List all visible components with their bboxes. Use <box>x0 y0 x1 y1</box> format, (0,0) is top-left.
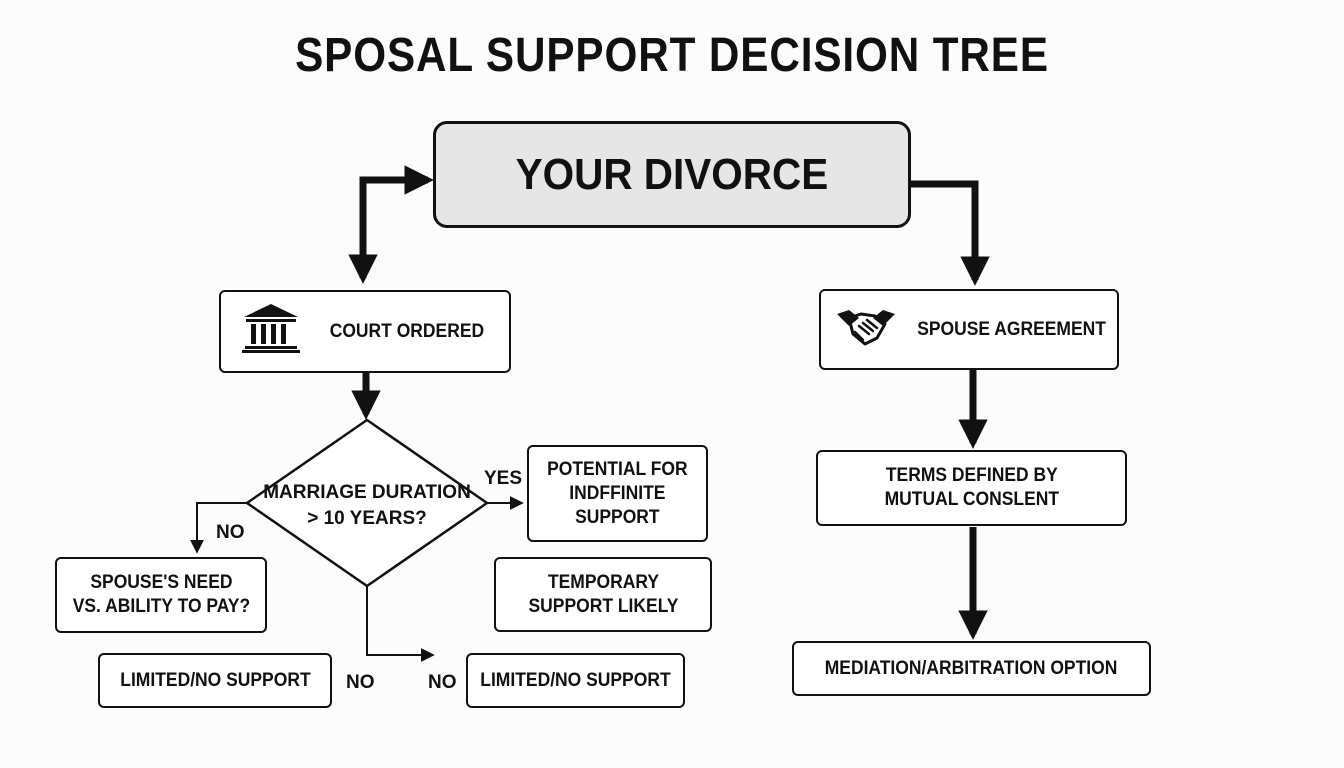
terms-line-2: MUTUAL CONSLENT <box>884 489 1059 510</box>
node-temporary-support: TEMPORARY SUPPORT LIKELY <box>494 557 712 632</box>
indefinite-line-1: POTENTIAL FOR <box>547 458 688 480</box>
node-terms-defined-text: TERMS DEFINED BY MUTUAL CONSLENT <box>884 464 1058 512</box>
node-court-ordered-label: COURT ORDERED <box>329 320 485 342</box>
edge-label-yes: YES <box>484 468 523 489</box>
diagram-title: SPOSAL SUPPORT DECISION TREE <box>295 29 1049 82</box>
indefinite-line-2: INDFFINITE <box>569 482 666 504</box>
node-temporary-support-text: TEMPORARY SUPPORT LIKELY <box>528 571 678 619</box>
indefinite-line-3: SUPPORT <box>575 506 660 528</box>
node-your-divorce-label: YOUR DIVORCE <box>515 149 829 199</box>
courthouse-icon <box>241 302 301 361</box>
temporary-line-2: SUPPORT LIKELY <box>528 595 678 617</box>
connector-root-court <box>348 165 434 284</box>
node-limited-support-right: LIMITED/NO SUPPORT <box>466 653 685 708</box>
node-limited-support-left: LIMITED/NO SUPPORT <box>98 653 332 708</box>
node-indefinite-support: POTENTIAL FOR INDFFINITE SUPPORT <box>527 445 708 542</box>
edge-label-no-mid: NO <box>346 672 375 693</box>
connector-root-agreement <box>911 180 990 286</box>
temporary-line-1: TEMPORARY <box>547 571 659 593</box>
decision-label-line-1: MARRIAGE DURATION <box>263 482 471 503</box>
connector-no-bottom <box>366 586 435 662</box>
edge-label-no-right: NO <box>428 672 457 693</box>
node-indefinite-support-text: POTENTIAL FOR INDFFINITE SUPPORT <box>547 458 688 530</box>
need-line-1: SPOUSE'S NEED <box>89 572 233 593</box>
need-line-2: VS. ABILITY TO PAY? <box>72 596 250 617</box>
node-terms-defined: TERMS DEFINED BY MUTUAL CONSLENT <box>816 450 1127 526</box>
edge-label-no-left: NO <box>216 522 245 543</box>
node-limited-support-left-label: LIMITED/NO SUPPORT <box>119 669 311 691</box>
node-spouse-agreement-label: SPOUSE AGREEMENT <box>917 318 1106 340</box>
node-limited-support-right-label: LIMITED/NO SUPPORT <box>480 669 671 691</box>
node-your-divorce: YOUR DIVORCE <box>433 121 911 228</box>
terms-line-1: TERMS DEFINED BY <box>885 465 1058 486</box>
node-court-ordered: COURT ORDERED <box>219 290 511 373</box>
node-need-vs-ability-text: SPOUSE'S NEED VS. ABILITY TO PAY? <box>72 571 249 619</box>
decision-label-line-2: > 10 YEARS? <box>307 508 427 529</box>
decision-label: MARRIAGE DURATION > 10 YEARS? <box>262 480 472 532</box>
node-spouse-agreement: SPOUSE AGREEMENT <box>819 289 1119 370</box>
node-mediation-option-label: MEDIATION/ARBITRATION OPTION <box>825 657 1118 679</box>
connector-no-left <box>190 502 247 554</box>
node-mediation-option: MEDIATION/ARBITRATION OPTION <box>792 641 1151 696</box>
handshake-icon <box>835 304 897 355</box>
node-need-vs-ability: SPOUSE'S NEED VS. ABILITY TO PAY? <box>55 557 267 633</box>
